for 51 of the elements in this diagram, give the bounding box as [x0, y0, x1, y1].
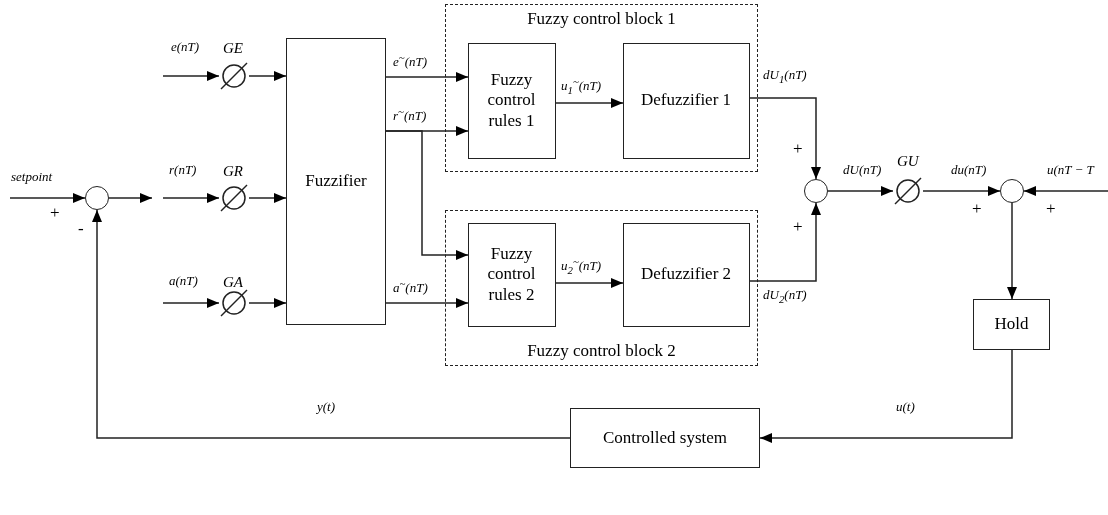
signal-label: dU$_{1}$(nT)	[762, 68, 808, 86]
gain-symbol	[219, 62, 249, 90]
block-box: Hold	[973, 299, 1050, 350]
gain-symbol	[893, 177, 923, 205]
sign-label: +	[972, 200, 982, 217]
arrow	[555, 98, 624, 108]
sign-label: +	[793, 140, 803, 157]
arrow	[108, 193, 153, 203]
arrow	[248, 298, 287, 308]
signal-label: y(t)	[316, 400, 337, 415]
signal-label: dU$_{2}$(nT)	[762, 288, 808, 306]
arrow	[827, 186, 894, 196]
signal-label: u(t)	[895, 400, 916, 415]
sign-label: +	[1046, 200, 1056, 217]
gain-symbol	[219, 289, 249, 317]
sign-label: +	[50, 204, 60, 221]
group-title: Fuzzy control block 2	[527, 341, 676, 361]
signal-label: setpoint	[10, 170, 54, 185]
arrow	[759, 349, 1013, 443]
arrow	[385, 298, 469, 308]
block-box: Controlled system	[570, 408, 760, 468]
signal-label: r(nT)	[168, 163, 198, 178]
arrow	[1007, 202, 1017, 300]
block-box: Defuzzifier 1	[622, 42, 750, 159]
arrow	[162, 193, 220, 203]
arrow	[385, 130, 469, 260]
signal-label: du(nT)	[950, 163, 988, 178]
sign-label: -	[78, 220, 84, 237]
signal-label: dU(nT)	[842, 163, 883, 178]
group-title: Fuzzy control block 1	[527, 9, 676, 29]
signal-label: u(nT − T	[1046, 163, 1095, 178]
arrow	[162, 298, 220, 308]
arrow	[749, 97, 821, 180]
arrow	[555, 278, 624, 288]
arrow	[385, 72, 469, 82]
arrow	[1023, 186, 1108, 196]
arrow	[162, 71, 220, 81]
block-box: Fuzzy control rules 2	[467, 222, 556, 327]
gain-symbol	[219, 184, 249, 212]
block-box: Fuzzy control rules 1	[467, 42, 556, 159]
signal-label: e(nT)	[170, 40, 201, 55]
block-box: Defuzzifier 2	[622, 222, 750, 327]
arrow	[922, 186, 1001, 196]
block-box: Fuzzifier	[286, 38, 386, 325]
signal-label: a(nT)	[168, 274, 199, 289]
arrow	[9, 193, 86, 203]
arrow	[248, 71, 287, 81]
arrow	[248, 193, 287, 203]
arrow	[749, 202, 821, 282]
sign-label: +	[793, 218, 803, 235]
arrow	[92, 209, 571, 439]
